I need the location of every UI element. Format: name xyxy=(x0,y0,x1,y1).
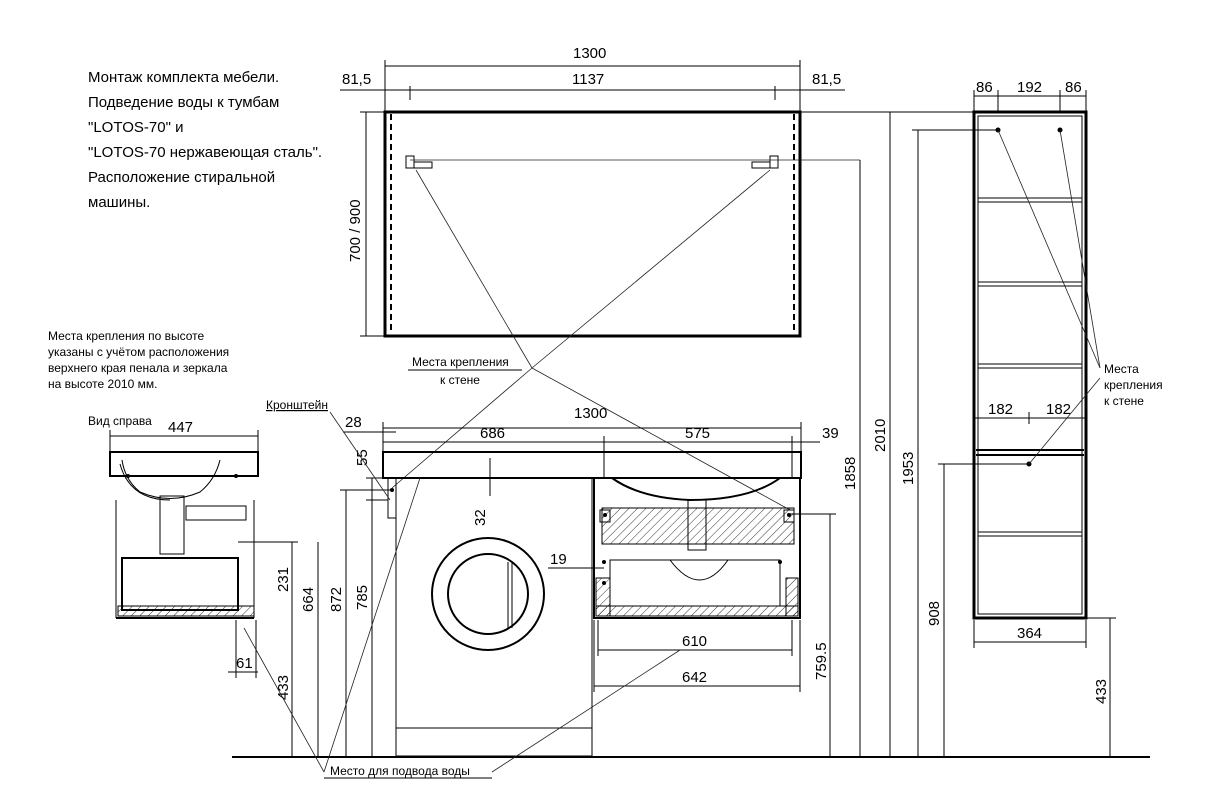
dim-base-575: 575 xyxy=(685,425,710,442)
title-line: машины. xyxy=(88,194,150,211)
mounts-wall-label: Места крепления xyxy=(412,355,509,369)
height-note-line: на высоте 2010 мм. xyxy=(48,377,157,391)
bracket xyxy=(387,477,397,519)
tall-cabinet-view: 86 192 86 182 182 364 1953 908 433 Места… xyxy=(900,79,1163,756)
dim-overall-height: 2010 xyxy=(872,419,889,452)
bracket-label: Кронштейн xyxy=(266,398,328,412)
height-note: Места крепления по высоте указаны с учёт… xyxy=(48,329,229,391)
dim-base-55: 55 xyxy=(354,449,371,466)
dim-cabinet-h2: 908 xyxy=(926,601,943,626)
title-line: Монтаж комплекта мебели. xyxy=(88,69,279,86)
mirror-hook-left xyxy=(405,155,433,169)
dim-cabinet-h1: 1953 xyxy=(900,452,917,485)
water-supply-label: Место для подвода воды xyxy=(330,764,470,778)
side-countertop xyxy=(109,451,259,477)
title-line: Подведение воды к тумбам xyxy=(88,94,279,111)
mounts-right-label: крепления xyxy=(1104,378,1163,392)
cabinet-shelf-hatched xyxy=(601,507,795,545)
dim-cabinet-w1: 86 xyxy=(976,79,993,96)
side-drawer xyxy=(121,557,239,611)
sink-cabinet xyxy=(593,477,801,619)
drain-pipe xyxy=(687,499,707,551)
mirror-mount-leaders: Места крепления к стене xyxy=(391,169,791,511)
side-view-label: Вид справа xyxy=(88,414,152,428)
dim-cabinet-w2: 192 xyxy=(1017,79,1042,96)
dim-1858: 1858 xyxy=(842,457,859,490)
dim-side-433: 433 xyxy=(275,675,292,700)
dim-cabinet-depth: 364 xyxy=(1017,625,1042,642)
dim-cabinet-half2: 182 xyxy=(1046,401,1071,418)
dim-cabinet-w3: 86 xyxy=(1065,79,1082,96)
mirror-view: 1300 1137 81,5 81,5 700 / 900 xyxy=(340,45,860,338)
dim-side-664: 664 xyxy=(300,587,317,612)
washing-machine xyxy=(395,477,593,757)
dim-base-610: 610 xyxy=(682,633,707,650)
dim-base-686: 686 xyxy=(480,425,505,442)
mounts-right-label: Места xyxy=(1104,362,1139,376)
dim-mirror-height: 700 / 900 xyxy=(347,199,364,262)
dim-base-width: 1300 xyxy=(574,405,607,422)
drawer xyxy=(609,559,781,607)
dim-side-61: 61 xyxy=(236,655,253,672)
title-line: "LOTOS-70" и xyxy=(88,119,183,136)
mounts-wall-label: к стене xyxy=(440,373,480,387)
mirror-hook-right xyxy=(751,155,779,169)
dim-base-28: 28 xyxy=(345,414,362,431)
dim-side-447: 447 xyxy=(168,419,193,436)
dim-base-39: 39 xyxy=(822,425,839,442)
dim-base-785: 785 xyxy=(354,585,371,610)
cabinet-outline xyxy=(972,110,1088,620)
dim-base-872: 872 xyxy=(328,587,345,612)
mirror-outline xyxy=(383,110,802,338)
dim-base-19: 19 xyxy=(550,551,567,568)
height-note-line: Места крепления по высоте xyxy=(48,329,205,343)
dim-cabinet-h3: 433 xyxy=(1093,679,1110,704)
dim-base-642: 642 xyxy=(682,669,707,686)
side-view: Вид справа 447 231 664 433 61 xyxy=(88,414,319,756)
washer-door-outer xyxy=(431,537,545,651)
countertop xyxy=(382,451,802,479)
dim-base-759: 759.5 xyxy=(813,642,830,680)
title-line: "LOTOS-70 нержавеющая сталь". xyxy=(88,144,322,161)
height-note-line: указаны с учётом расположения xyxy=(48,345,229,359)
title-block: Монтаж комплекта мебели. Подведение воды… xyxy=(88,69,322,211)
dim-side-231: 231 xyxy=(275,567,292,592)
mounts-right-label: к стене xyxy=(1104,394,1144,408)
front-view: 1300 686 575 28 39 55 32 19 610 642 759.… xyxy=(266,398,839,757)
water-supply-callout: Место для подвода воды xyxy=(243,477,681,779)
height-note-line: верхнего края пенала и зеркала xyxy=(48,361,228,375)
washer-door-inner xyxy=(447,553,529,635)
dim-mirror-right: 81,5 xyxy=(812,71,841,88)
dim-mirror-inner: 1137 xyxy=(572,71,604,88)
dim-mirror-width: 1300 xyxy=(573,45,606,62)
dim-cabinet-half1: 182 xyxy=(988,401,1013,418)
dim-mirror-left: 81,5 xyxy=(342,71,371,88)
title-line: Расположение стиральной xyxy=(88,169,275,186)
sink-bowl xyxy=(611,477,781,502)
dim-base-32: 32 xyxy=(472,509,489,526)
overall-heights: 2010 1858 xyxy=(800,111,974,756)
